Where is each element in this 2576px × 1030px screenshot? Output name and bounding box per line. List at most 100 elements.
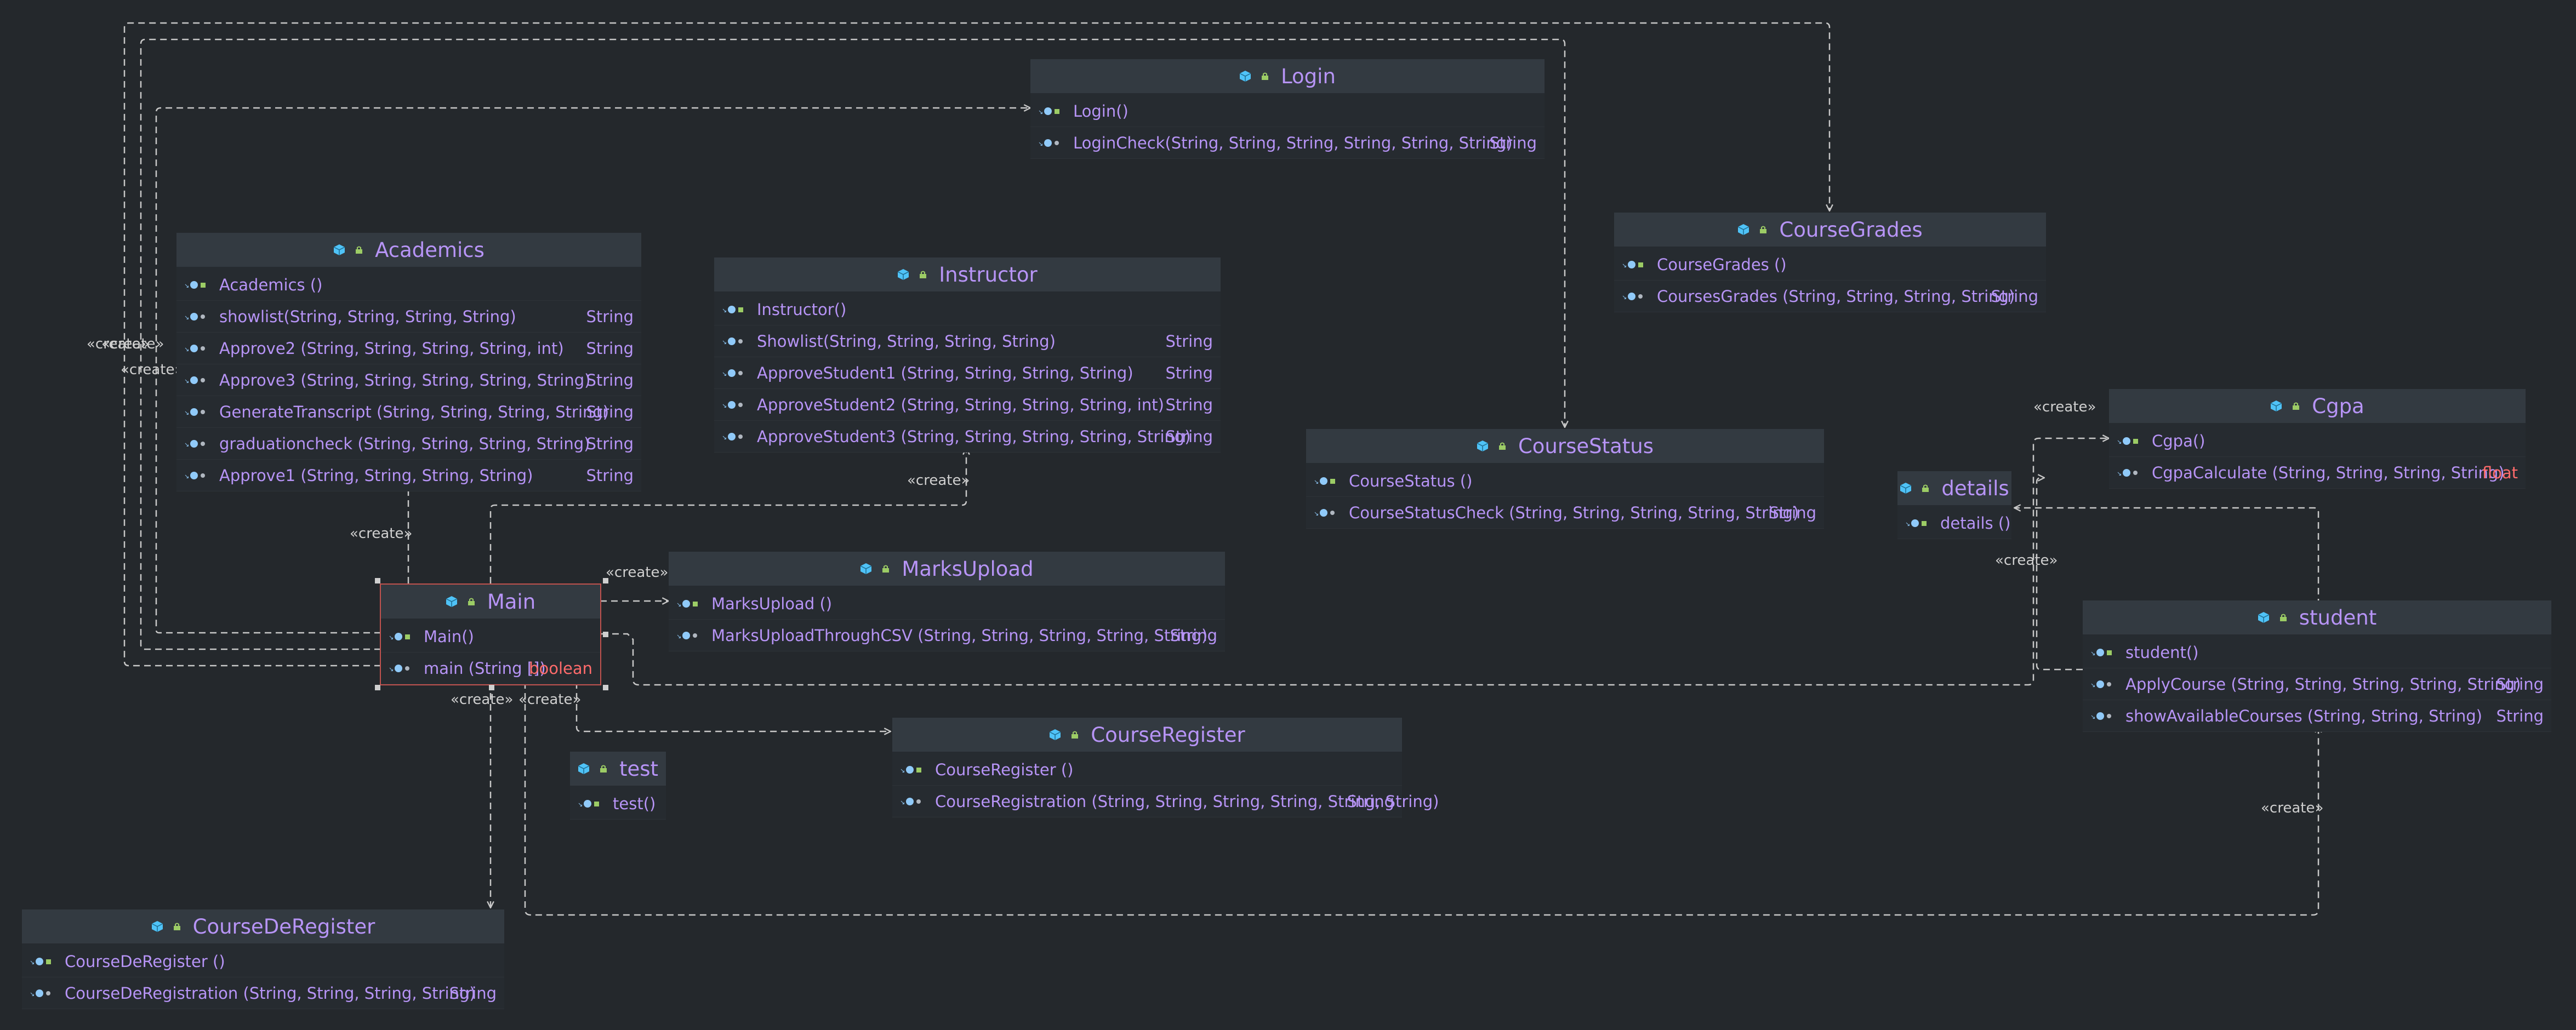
class-icon xyxy=(2270,400,2282,411)
create-label: «create» xyxy=(1995,552,2058,569)
member-return-type: String xyxy=(586,370,634,390)
class-member[interactable]: ↘test() xyxy=(570,788,666,820)
member-list: ↘test() xyxy=(570,786,666,820)
svg-text:↘: ↘ xyxy=(1038,108,1043,116)
class-box-instructor[interactable]: Instructor↘Instructor()↘Showlist(String,… xyxy=(714,258,1221,453)
member-return-type: String xyxy=(1347,792,1394,811)
member-signature: Approve1 (String, String, String, String… xyxy=(219,466,533,485)
selection-handle[interactable] xyxy=(375,685,380,690)
selection-handle[interactable] xyxy=(489,685,494,690)
svg-text:↘: ↘ xyxy=(1314,478,1319,485)
class-header[interactable]: CourseStatus xyxy=(1306,429,1824,463)
class-member[interactable]: ↘MarksUpload () xyxy=(669,588,1225,620)
class-box-marksupload[interactable]: MarksUpload↘MarksUpload ()↘MarksUploadTh… xyxy=(669,552,1225,651)
class-member[interactable]: ↘MarksUploadThroughCSV (String, String, … xyxy=(669,620,1225,651)
class-name: CourseStatus xyxy=(1518,434,1654,458)
class-member[interactable]: ↘Instructor() xyxy=(714,294,1221,325)
class-name: test xyxy=(619,757,659,781)
class-member[interactable]: ↘main (String [])boolean xyxy=(381,653,600,684)
svg-text:↘: ↘ xyxy=(722,434,727,441)
member-signature: details () xyxy=(1940,513,2011,533)
class-member[interactable]: ↘ApproveStudent2 (String, String, String… xyxy=(714,389,1221,421)
class-box-test[interactable]: test ↘test() xyxy=(570,752,666,820)
class-member[interactable]: ↘graduationcheck (String, String, String… xyxy=(176,428,641,460)
member-signature: CoursesGrades (String, String, String, S… xyxy=(1657,287,2015,306)
class-member[interactable]: ↘GenerateTranscript (String, String, Str… xyxy=(176,396,641,428)
create-label: «create» xyxy=(2261,800,2324,816)
class-name: details xyxy=(1941,476,2009,500)
class-header[interactable]: CourseDeRegister xyxy=(22,909,504,943)
svg-text:↘: ↘ xyxy=(2117,438,2122,445)
class-box-coursestatus[interactable]: CourseStatus ↘ CourseStatus () ↘CourseStatu… xyxy=(1306,429,1824,529)
class-header[interactable]: Main xyxy=(381,585,600,619)
class-header[interactable]: Login xyxy=(1030,59,1545,93)
selection-handle[interactable] xyxy=(603,578,608,583)
class-icon xyxy=(1900,483,1912,494)
class-box-details[interactable]: details ↘details () xyxy=(1897,471,2011,539)
class-box-academics[interactable]: Academics↘Academics ()↘showlist(String, … xyxy=(176,233,641,491)
class-header[interactable]: CourseGrades xyxy=(1614,213,2046,247)
class-header[interactable]: details xyxy=(1897,471,2011,505)
class-member[interactable]: ↘showAvailableCourses (String, String, S… xyxy=(2083,700,2551,732)
class-member[interactable]: ↘Approve1 (String, String, String, Strin… xyxy=(176,460,641,491)
member-signature: CourseStatus () xyxy=(1349,471,1473,490)
class-member[interactable]: ↘Academics () xyxy=(176,269,641,301)
class-box-cgpa[interactable]: Cgpa↘Cgpa()↘CgpaCalculate (String, Strin… xyxy=(2109,389,2526,489)
class-member[interactable]: ↘CoursesGrades (String, String, String, … xyxy=(1614,281,2046,312)
member-list: ↘Instructor()↘Showlist(String, String, S… xyxy=(714,291,1221,453)
class-member[interactable]: ↘details () xyxy=(1897,507,2011,539)
class-member[interactable]: ↘LoginCheck(String, String, String, Stri… xyxy=(1030,127,1545,159)
class-member[interactable]: ↘CourseStatusCheck (String, String, Stri… xyxy=(1306,497,1824,529)
class-header[interactable]: Instructor xyxy=(714,258,1221,291)
class-member[interactable]: ↘CourseDeRegister () xyxy=(22,946,504,977)
class-member[interactable]: ↘CourseDeRegistration (String, String, S… xyxy=(22,977,504,1009)
class-box-coursegrades[interactable]: CourseGrades↘CourseGrades ()↘CoursesGrad… xyxy=(1614,213,2046,312)
selection-handle[interactable] xyxy=(603,685,608,690)
edge-main-instructor xyxy=(489,448,966,583)
class-box-main[interactable]: Main↘Main()↘main (String [])boolean xyxy=(380,583,601,685)
member-return-type: String xyxy=(1170,626,1217,645)
class-member[interactable]: ↘Approve2 (String, String, String, Strin… xyxy=(176,333,641,364)
class-member[interactable]: ↘showlist(String, String, String, String… xyxy=(176,301,641,333)
class-box-coursederegister[interactable]: CourseDeRegister↘CourseDeRegister ()↘Cou… xyxy=(22,909,504,1009)
constructor-icon: ↘ xyxy=(1314,477,1335,485)
class-member[interactable]: ↘Main() xyxy=(381,621,600,653)
class-header[interactable]: student xyxy=(2083,600,2551,634)
class-member[interactable]: ↘ApproveStudent1 (String, String, String… xyxy=(714,357,1221,389)
class-box-login[interactable]: Login↘Login()↘LoginCheck(String, String,… xyxy=(1030,59,1545,159)
class-member[interactable]: ↘Showlist(String, String, String, String… xyxy=(714,325,1221,357)
class-member[interactable]: ↘Cgpa() xyxy=(2109,425,2526,457)
constructor-icon: ↘ xyxy=(578,800,599,808)
class-member[interactable]: ↘Login() xyxy=(1030,95,1545,127)
create-label: «create» xyxy=(2033,399,2096,415)
class-box-courseregister[interactable]: CourseRegister↘CourseRegister ()↘CourseR… xyxy=(892,718,1439,817)
class-member[interactable]: ↘ApproveStudent3 (String, String, String… xyxy=(714,421,1221,453)
member-signature: GenerateTranscript (String, String, Stri… xyxy=(219,402,609,421)
svg-text:↘: ↘ xyxy=(578,801,583,808)
class-box-student[interactable]: student↘student()↘ApplyCourse (String, S… xyxy=(2083,600,2551,732)
class-header[interactable]: MarksUpload xyxy=(669,552,1225,586)
class-member[interactable]: ↘ApplyCourse (String, String, String, St… xyxy=(2083,668,2551,700)
svg-text:↘: ↘ xyxy=(184,441,189,448)
class-member[interactable]: ↘CourseRegistration (String, String, Str… xyxy=(892,786,1439,817)
constructor-icon: ↘ xyxy=(722,306,743,314)
class-header[interactable]: Academics xyxy=(176,233,641,267)
class-header[interactable]: CourseRegister xyxy=(892,718,1402,752)
class-member[interactable]: ↘CgpaCalculate (String, String, String, … xyxy=(2109,457,2526,489)
edge-main-coursegrades xyxy=(123,22,1830,667)
class-member[interactable]: ↘CourseGrades () xyxy=(1614,249,2046,281)
method-icon: ↘ xyxy=(2117,469,2138,477)
class-member[interactable]: ↘Approve3 (String, String, String, Strin… xyxy=(176,364,641,396)
constructor-icon: ↘ xyxy=(676,600,698,608)
class-header[interactable]: test xyxy=(570,752,666,786)
class-member[interactable]: ↘ CourseStatus () xyxy=(1306,465,1824,497)
member-list: ↘student()↘ApplyCourse (String, String, … xyxy=(2083,634,2551,732)
class-member[interactable]: ↘student() xyxy=(2083,637,2551,668)
method-icon: ↘ xyxy=(2090,712,2111,720)
selection-handle[interactable] xyxy=(375,578,380,583)
class-member[interactable]: ↘CourseRegister () xyxy=(892,754,1402,786)
edge-student-details xyxy=(2014,508,2319,616)
class-header[interactable]: Cgpa xyxy=(2109,389,2526,423)
selection-handle[interactable] xyxy=(603,632,608,637)
